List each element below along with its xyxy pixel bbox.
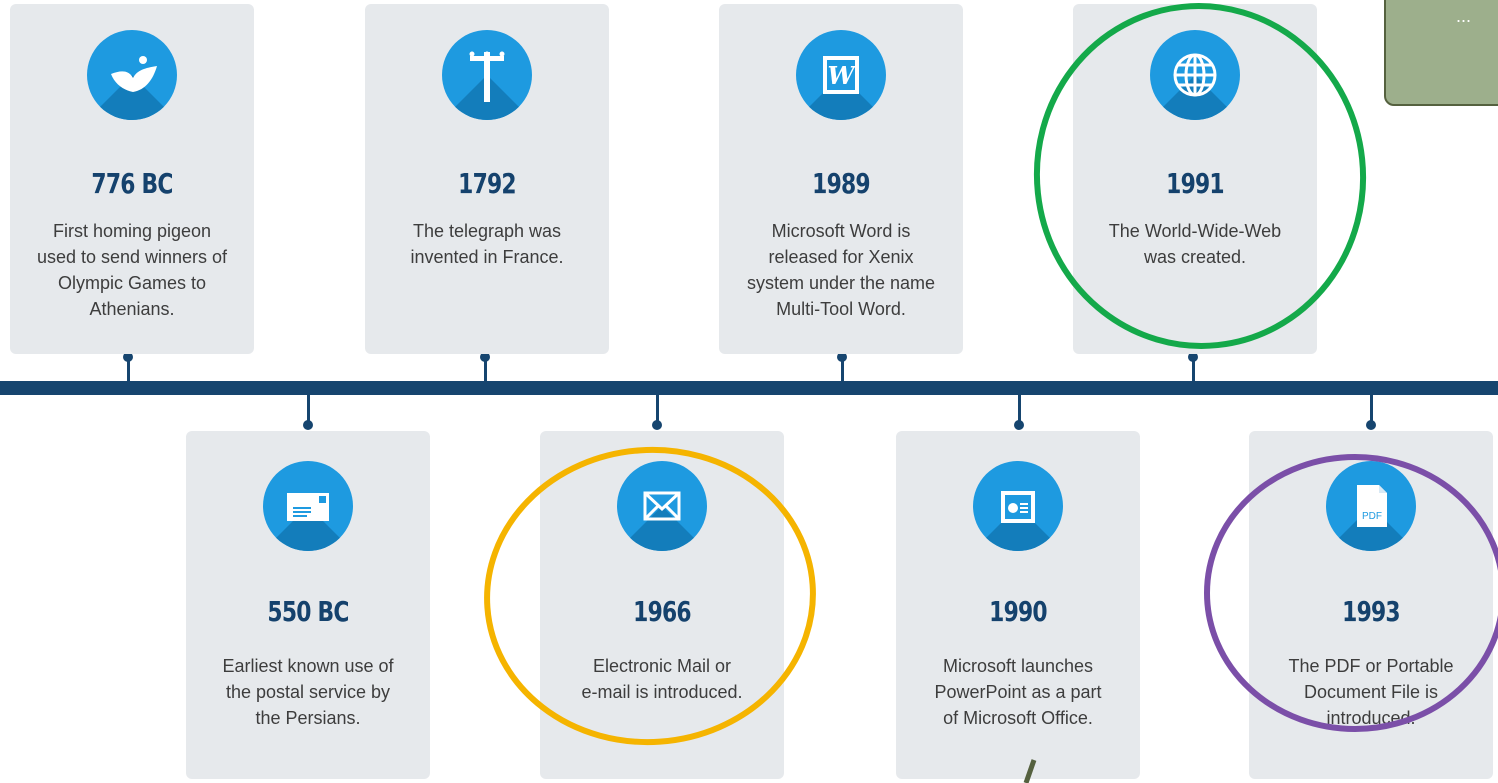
connector-dot bbox=[480, 352, 490, 362]
timeline-axis bbox=[0, 381, 1498, 395]
word-icon-letter: W bbox=[828, 61, 857, 90]
connector-1966 bbox=[656, 390, 659, 424]
event-year: 1993 bbox=[1342, 595, 1400, 628]
event-year: 1989 bbox=[812, 167, 870, 200]
event-year: 1991 bbox=[1166, 167, 1224, 200]
connector-dot bbox=[303, 420, 313, 430]
connector-1990 bbox=[1018, 390, 1021, 424]
connector-dot bbox=[1014, 420, 1024, 430]
connector-dot bbox=[123, 352, 133, 362]
pdf-icon: PDF bbox=[1326, 461, 1416, 551]
connector-dot bbox=[1366, 420, 1376, 430]
note-text: ... bbox=[1456, 6, 1472, 26]
telegraph-pole-icon bbox=[442, 30, 532, 120]
connector-550bc bbox=[307, 390, 310, 424]
envelope-icon bbox=[263, 461, 353, 551]
connector-776bc bbox=[127, 356, 130, 386]
connector-1991 bbox=[1192, 356, 1195, 386]
word-icon: W bbox=[796, 30, 886, 120]
connector-dot bbox=[837, 352, 847, 362]
event-year: 1966 bbox=[633, 595, 691, 628]
connector-1989 bbox=[841, 356, 844, 386]
pigeon-icon bbox=[87, 30, 177, 120]
event-year: 550 BC bbox=[267, 595, 349, 628]
connector-dot bbox=[1188, 352, 1198, 362]
pdf-icon-label: PDF bbox=[1362, 511, 1382, 522]
note-box[interactable]: ... bbox=[1384, 0, 1498, 106]
annotation-circle-1993 bbox=[1204, 454, 1498, 732]
globe-icon bbox=[1150, 30, 1240, 120]
annotation-circle-1991 bbox=[1033, 3, 1367, 349]
pen-stroke bbox=[1023, 759, 1037, 783]
connector-dot bbox=[652, 420, 662, 430]
event-year: 1990 bbox=[989, 595, 1047, 628]
event-year: 1792 bbox=[458, 167, 516, 200]
annotation-circle-1966 bbox=[484, 446, 816, 746]
connector-1792 bbox=[484, 356, 487, 386]
powerpoint-icon bbox=[973, 461, 1063, 551]
mail-icon bbox=[617, 461, 707, 551]
connector-1993 bbox=[1370, 390, 1373, 424]
event-year: 776 BC bbox=[91, 167, 173, 200]
